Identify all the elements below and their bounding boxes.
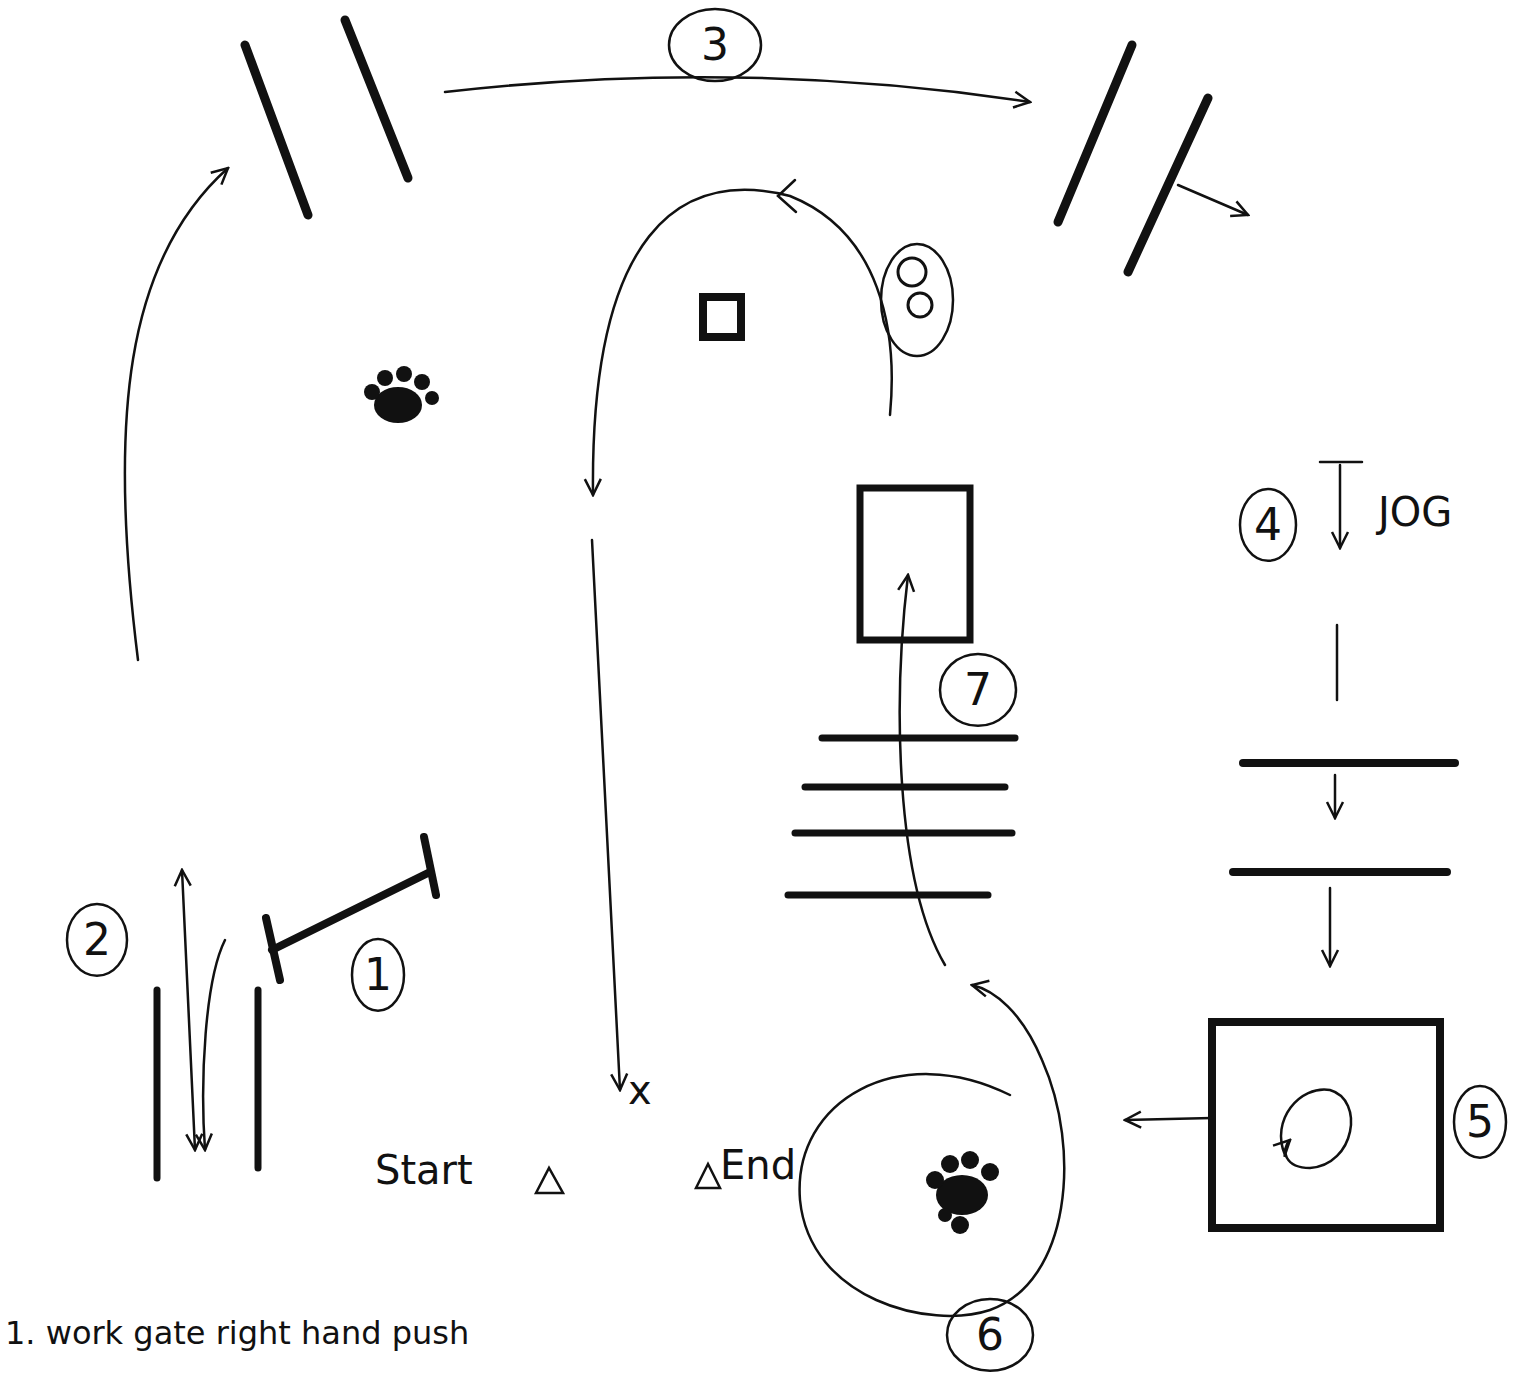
pause-box — [1212, 1022, 1440, 1228]
path-arrow — [182, 870, 195, 1150]
handler-figure — [898, 258, 926, 286]
table-box — [860, 488, 970, 640]
gate — [272, 872, 430, 950]
handler-figure — [881, 244, 953, 356]
course-note: 1. work gate right hand push — [5, 1316, 469, 1351]
path-arrow — [445, 77, 1030, 102]
path-line — [1336, 625, 1339, 700]
square-marker — [703, 297, 741, 337]
path-arrow — [778, 180, 796, 212]
jump-bar — [1058, 45, 1132, 222]
path-arrow — [592, 540, 620, 1090]
jump-bar — [1128, 98, 1208, 272]
path-arrow — [1334, 775, 1337, 818]
callout-circle: 2 — [65, 902, 129, 978]
gate — [266, 918, 280, 980]
paw-print — [926, 1151, 999, 1234]
jump-bar — [245, 45, 308, 215]
callout-circle: 5 — [1452, 1084, 1508, 1160]
callout-circle: 6 — [945, 1297, 1035, 1373]
spin-arrow — [1281, 1090, 1351, 1168]
start-label: Start — [375, 1148, 473, 1192]
path-arrow — [1339, 465, 1342, 548]
finish-mark: x — [628, 1068, 652, 1112]
callout-number: 6 — [976, 1313, 1004, 1357]
start-marker — [536, 1168, 563, 1193]
jump-bar — [1243, 759, 1455, 767]
path-arrow — [1178, 185, 1248, 215]
path-arrow — [125, 168, 228, 660]
callout-circle: 3 — [667, 7, 763, 83]
callout-circle: 7 — [938, 652, 1018, 728]
end-label: End — [720, 1143, 796, 1187]
paw-print — [364, 366, 439, 423]
gate — [424, 837, 436, 895]
path-arrow — [1125, 1118, 1212, 1120]
callout-number: 2 — [83, 918, 111, 962]
ladder-rung — [805, 784, 1005, 791]
path-arrow — [203, 940, 225, 1150]
jump-bar — [1233, 868, 1447, 876]
jump-bar — [345, 20, 408, 178]
ladder-rung — [822, 735, 1015, 742]
callout-circle: 4 — [1238, 487, 1298, 563]
path-arrow — [1320, 461, 1362, 464]
callout-number: 7 — [964, 668, 992, 712]
callout-number: 5 — [1466, 1100, 1494, 1144]
path-arrow — [900, 575, 945, 965]
path-arrow — [593, 190, 892, 495]
callout-number: 3 — [701, 23, 729, 67]
jog-label: JOG — [1378, 490, 1452, 534]
tunnel-wall — [154, 990, 161, 1178]
ladder-rung — [788, 892, 988, 899]
tunnel-wall — [255, 990, 262, 1168]
ladder-rung — [795, 830, 1012, 837]
path-arrow — [1329, 888, 1332, 966]
handler-figure — [908, 293, 932, 317]
callout-number: 1 — [364, 953, 392, 997]
callout-number: 4 — [1254, 503, 1282, 547]
callout-circle: 1 — [350, 937, 406, 1013]
end-marker — [696, 1164, 720, 1188]
circle-path — [800, 985, 1065, 1316]
